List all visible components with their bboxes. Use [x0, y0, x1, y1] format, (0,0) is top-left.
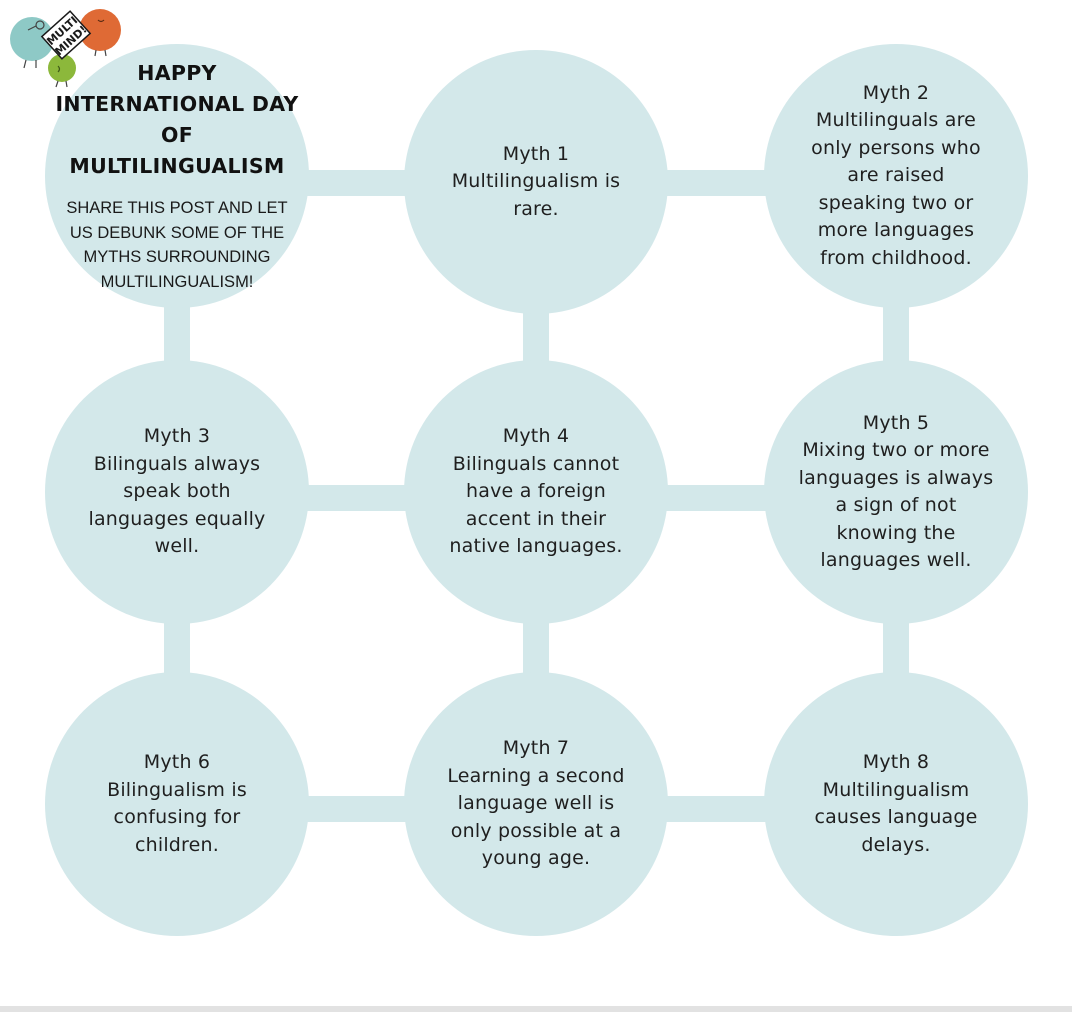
- myth-1-text: Multilingualism is rare.: [451, 170, 621, 220]
- myth-3-text: Bilinguals always speak both languages e…: [88, 452, 266, 558]
- myth-3-title: Myth 3: [143, 425, 211, 448]
- myth-2-circle: Myth 2 Multilinguals are only persons wh…: [764, 44, 1028, 308]
- myth-4-text: Bilinguals cannot have a foreign accent …: [449, 452, 623, 558]
- logo-orange-circle: [79, 9, 121, 51]
- multimind-logo: MULTI MIND!: [10, 9, 121, 88]
- myth-3-circle: Myth 3 Bilinguals always speak both lang…: [45, 360, 309, 624]
- intro-title: HAPPY INTERNATIONAL DAY OF MULTILINGUALI…: [55, 61, 299, 178]
- myth-2-text: Multilinguals are only persons who are r…: [811, 109, 981, 269]
- myth-8-circle: Myth 8 Multilingualism causes language d…: [764, 672, 1028, 936]
- logo-green-circle: [48, 54, 76, 82]
- myth-6-title: Myth 6: [143, 751, 211, 773]
- intro-subtitle: SHARE THIS POST AND LET US DEBUNK SOME O…: [66, 199, 288, 291]
- myth-5-circle: Myth 5 Mixing two or more languages is a…: [764, 360, 1028, 624]
- connector-myth6-myth7: [300, 796, 410, 822]
- connector-myth2-myth5: [883, 300, 909, 370]
- myth-7-text: Learning a second language well is only …: [447, 764, 625, 870]
- myth-5-title: Myth 5: [862, 411, 930, 434]
- myth-7-title: Myth 7: [502, 737, 570, 760]
- connector-myth7-myth8: [660, 796, 770, 822]
- myth-6-circle: Myth 6 Bilingualism is confusing for chi…: [45, 672, 309, 936]
- intro-circle: HAPPY INTERNATIONAL DAY OF MULTILINGUALI…: [45, 44, 309, 308]
- bottom-divider: [0, 1006, 1072, 1012]
- myth-5-text: Mixing two or more languages is always a…: [798, 439, 994, 571]
- myth-8-text: Multilingualism causes language delays.: [814, 778, 978, 856]
- connector-myth3-myth4: [300, 485, 410, 511]
- myth-7-circle: Myth 7 Learning a second language well i…: [404, 672, 668, 936]
- connector-myth4-myth5: [660, 485, 770, 511]
- myth-6-text: Bilingualism is confusing for children.: [107, 778, 247, 856]
- myth-4-circle: Myth 4 Bilinguals cannot have a foreign …: [404, 360, 668, 624]
- myth-4-title: Myth 4: [502, 425, 570, 448]
- logo-glasses-icon: [35, 20, 45, 30]
- myth-1-circle: Myth 1 Multilingualism is rare.: [404, 50, 668, 314]
- myth-1-title: Myth 1: [502, 142, 570, 165]
- connector-myth1-myth2: [660, 170, 770, 196]
- myth-2-title: Myth 2: [862, 81, 930, 104]
- connector-intro-myth3: [164, 300, 190, 370]
- connector-intro-myth1: [300, 170, 410, 196]
- myth-8-title: Myth 8: [862, 751, 930, 773]
